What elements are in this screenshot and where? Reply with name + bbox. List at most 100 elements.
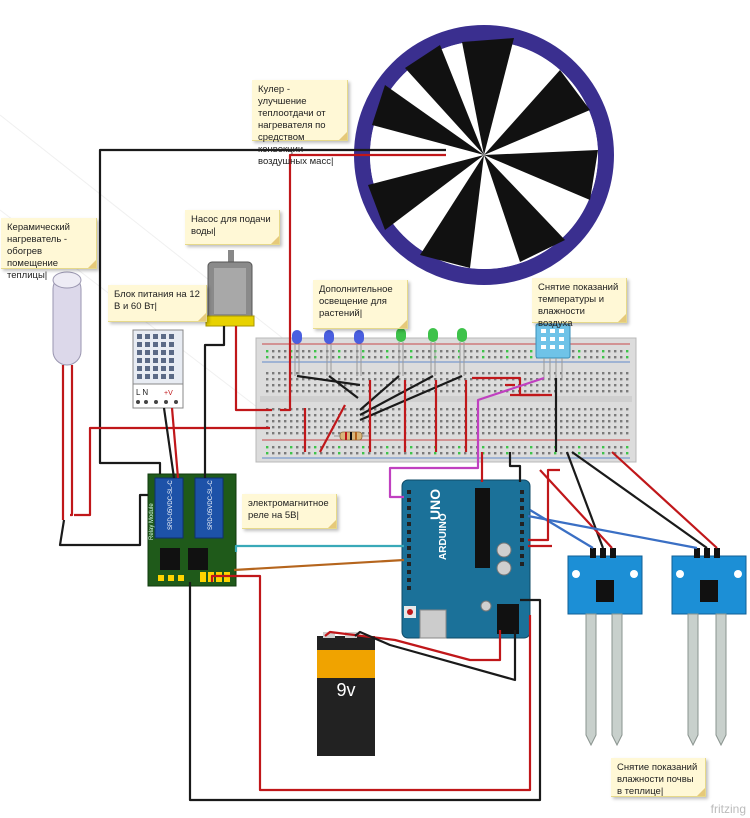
breadboard-hole	[344, 420, 347, 423]
wire-red	[234, 326, 272, 412]
breadboard-hole	[308, 420, 311, 423]
breadboard-hole	[464, 350, 467, 353]
breadboard-hole	[308, 414, 311, 417]
breadboard-hole	[536, 390, 539, 393]
breadboard-hole	[608, 408, 611, 411]
breadboard-hole	[350, 426, 353, 429]
breadboard-hole	[290, 432, 293, 435]
breadboard-hole	[266, 356, 269, 359]
breadboard-hole	[620, 426, 623, 429]
breadboard-hole	[626, 414, 629, 417]
wire-red	[280, 153, 446, 412]
breadboard-hole	[422, 432, 425, 435]
breadboard-hole	[584, 372, 587, 375]
breadboard-hole	[386, 356, 389, 359]
breadboard-hole	[482, 350, 485, 353]
breadboard-hole	[488, 408, 491, 411]
breadboard-hole	[602, 356, 605, 359]
breadboard-hole	[278, 350, 281, 353]
breadboard-hole	[494, 446, 497, 449]
breadboard-hole	[536, 452, 539, 455]
breadboard-hole	[314, 452, 317, 455]
breadboard	[255, 337, 637, 463]
wire-black	[359, 374, 463, 422]
breadboard-hole	[542, 372, 545, 375]
breadboard-hole	[620, 378, 623, 381]
breadboard-hole	[440, 408, 443, 411]
breadboard-hole	[272, 350, 275, 353]
breadboard-hole	[272, 408, 275, 411]
breadboard-hole	[338, 350, 341, 353]
fan-blades	[368, 38, 598, 268]
breadboard-hole	[458, 390, 461, 393]
breadboard-hole	[386, 420, 389, 423]
breadboard-hole	[428, 452, 431, 455]
breadboard-hole	[374, 372, 377, 375]
breadboard-hole	[374, 414, 377, 417]
breadboard-hole	[422, 356, 425, 359]
water-pump	[205, 250, 255, 327]
breadboard-hole	[536, 384, 539, 387]
breadboard-hole	[272, 378, 275, 381]
breadboard-hole	[518, 432, 521, 435]
relay-part-label: SRD-05VDC-SL-C	[208, 480, 214, 530]
breadboard-hole	[362, 356, 365, 359]
breadboard-hole	[392, 356, 395, 359]
breadboard-hole	[290, 378, 293, 381]
breadboard-hole	[452, 414, 455, 417]
breadboard-hole	[530, 426, 533, 429]
breadboard-hole	[482, 420, 485, 423]
breadboard-hole	[296, 420, 299, 423]
breadboard-hole	[326, 426, 329, 429]
breadboard-hole	[482, 408, 485, 411]
breadboard-hole	[422, 420, 425, 423]
breadboard-hole	[338, 452, 341, 455]
breadboard-hole	[470, 420, 473, 423]
breadboard-hole	[560, 384, 563, 387]
breadboard-hole	[620, 432, 623, 435]
breadboard-hole	[626, 446, 629, 449]
breadboard-hole	[512, 372, 515, 375]
breadboard-hole	[362, 390, 365, 393]
breadboard-hole	[332, 414, 335, 417]
breadboard-hole	[536, 426, 539, 429]
breadboard-hole	[452, 446, 455, 449]
breadboard-hole	[410, 372, 413, 375]
breadboard-hole	[422, 372, 425, 375]
breadboard-hole	[290, 384, 293, 387]
breadboard-hole	[308, 356, 311, 359]
breadboard-hole	[362, 350, 365, 353]
breadboard-hole	[296, 390, 299, 393]
breadboard-hole	[440, 432, 443, 435]
breadboard-hole	[524, 350, 527, 353]
breadboard-hole	[302, 420, 305, 423]
breadboard-hole	[542, 390, 545, 393]
breadboard-hole	[530, 452, 533, 455]
breadboard-hole	[620, 414, 623, 417]
breadboard-hole	[296, 372, 299, 375]
breadboard-hole	[344, 378, 347, 381]
breadboard-hole	[446, 350, 449, 353]
note-heater: Керамический нагреватель - обогрев помещ…	[1, 218, 97, 281]
breadboard-hole	[584, 446, 587, 449]
breadboard-hole	[446, 432, 449, 435]
breadboard-hole	[374, 350, 377, 353]
breadboard-hole	[350, 390, 353, 393]
wire-brown	[233, 558, 405, 572]
breadboard-hole	[392, 408, 395, 411]
breadboard-hole	[302, 426, 305, 429]
breadboard-hole	[626, 378, 629, 381]
breadboard-hole	[380, 452, 383, 455]
breadboard-hole	[314, 446, 317, 449]
breadboard-hole	[536, 408, 539, 411]
breadboard-hole	[458, 378, 461, 381]
breadboard-hole	[530, 378, 533, 381]
breadboard-hole	[392, 432, 395, 435]
breadboard-hole	[446, 408, 449, 411]
breadboard-hole	[302, 390, 305, 393]
wire-red	[611, 451, 718, 549]
breadboard-hole	[470, 414, 473, 417]
breadboard-hole	[458, 356, 461, 359]
breadboard-hole	[602, 372, 605, 375]
breadboard-hole	[518, 426, 521, 429]
